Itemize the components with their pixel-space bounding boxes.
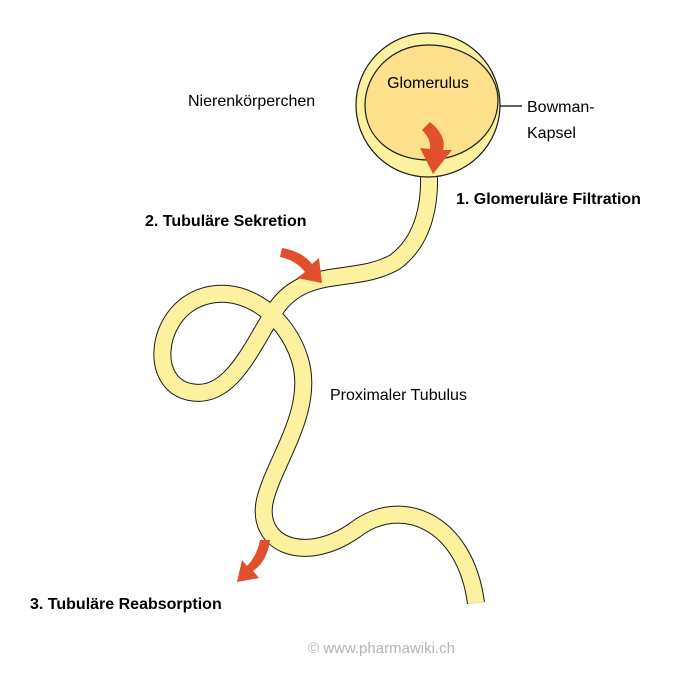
bowman-label-line2: Kapsel — [527, 125, 576, 142]
copyright-notice: © www.pharmawiki.ch — [308, 640, 455, 657]
tubule-fill — [154, 161, 484, 605]
nierenkoerperchen-label: Nierenkörperchen — [188, 93, 315, 110]
proximal-tubulus-label: Proximaler Tubulus — [330, 387, 467, 404]
bowman-label-line1: Bowman- — [527, 99, 595, 116]
glomerulus-label: Glomerulus — [387, 75, 469, 92]
filtration-arrow — [420, 122, 452, 174]
reabsorption-label: 3. Tubuläre Reabsorption — [30, 596, 222, 613]
arrows — [237, 122, 452, 582]
reabsorption-arrow — [237, 540, 270, 582]
sekretion-arrow — [280, 248, 322, 283]
renal-corpuscle — [355, 32, 522, 178]
sekretion-label: 2. Tubuläre Sekretion — [145, 213, 307, 230]
proximal-tubule — [153, 161, 485, 605]
filtration-label: 1. Glomeruläre Filtration — [456, 191, 641, 208]
